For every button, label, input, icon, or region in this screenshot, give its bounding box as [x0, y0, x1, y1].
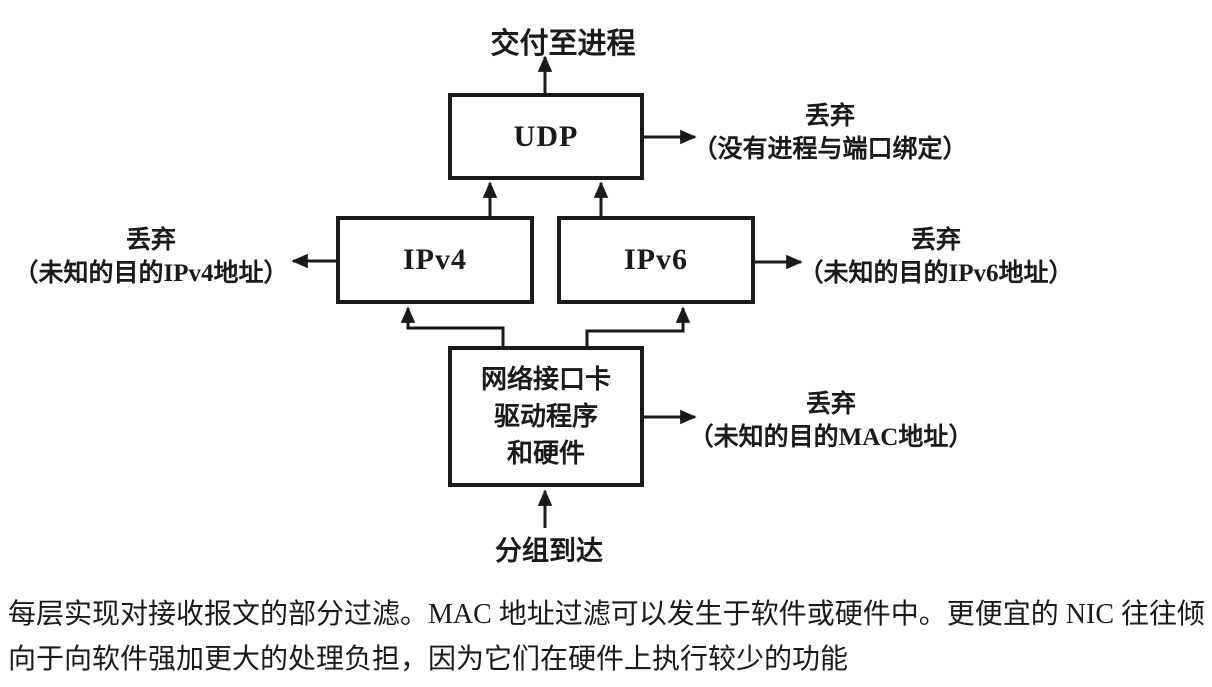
- mac-discard-title: 丢弃: [805, 391, 856, 418]
- udp-discard-label: 丢弃 （没有进程与端口绑定）: [692, 100, 967, 166]
- nic-box-label-line3: 和硬件: [506, 439, 585, 468]
- ipv4-box: IPv4: [336, 216, 534, 304]
- ipv6-discard-reason: （未知的目的IPv6地址）: [798, 260, 1074, 287]
- udp-box: UDP: [448, 93, 644, 180]
- ipv6-box: IPv6: [557, 216, 755, 304]
- nic-box: 网络接口卡 驱动程序 和硬件: [448, 346, 644, 487]
- arrow-nic-to-ipv4: [400, 306, 505, 348]
- ipv4-discard-reason: （未知的目的IPv4地址）: [13, 260, 289, 287]
- deliver-to-process-label: 交付至进程: [490, 28, 636, 60]
- ipv4-box-label: IPv4: [403, 243, 467, 276]
- ipv6-discard-title: 丢弃: [910, 227, 962, 254]
- mac-discard-label: 丢弃 （未知的目的MAC地址）: [689, 388, 974, 454]
- figure-caption: 每层实现对接收报文的部分过滤。MAC 地址过滤可以发生于软件或硬件中。更便宜的 …: [8, 599, 1206, 675]
- ipv4-discard-label: 丢弃 （未知的目的IPv4地址）: [13, 224, 288, 290]
- ipv6-box-label: IPv6: [624, 243, 688, 276]
- udp-box-label: UDP: [513, 119, 579, 153]
- mac-discard-reason: （未知的目的MAC地址）: [688, 424, 974, 451]
- ipv6-discard-label: 丢弃 （未知的目的IPv6地址）: [798, 224, 1073, 290]
- udp-discard-title: 丢弃: [804, 103, 856, 130]
- ipv4-discard-title: 丢弃: [125, 227, 177, 254]
- nic-box-label-line1: 网络接口卡: [480, 365, 611, 394]
- udp-discard-reason: （没有进程与端口绑定）: [692, 136, 968, 163]
- packet-arrival-label: 分组到达: [495, 536, 603, 566]
- arrow-nic-to-ipv6: [585, 306, 691, 348]
- nic-box-label-line2: 驱动程序: [493, 402, 598, 431]
